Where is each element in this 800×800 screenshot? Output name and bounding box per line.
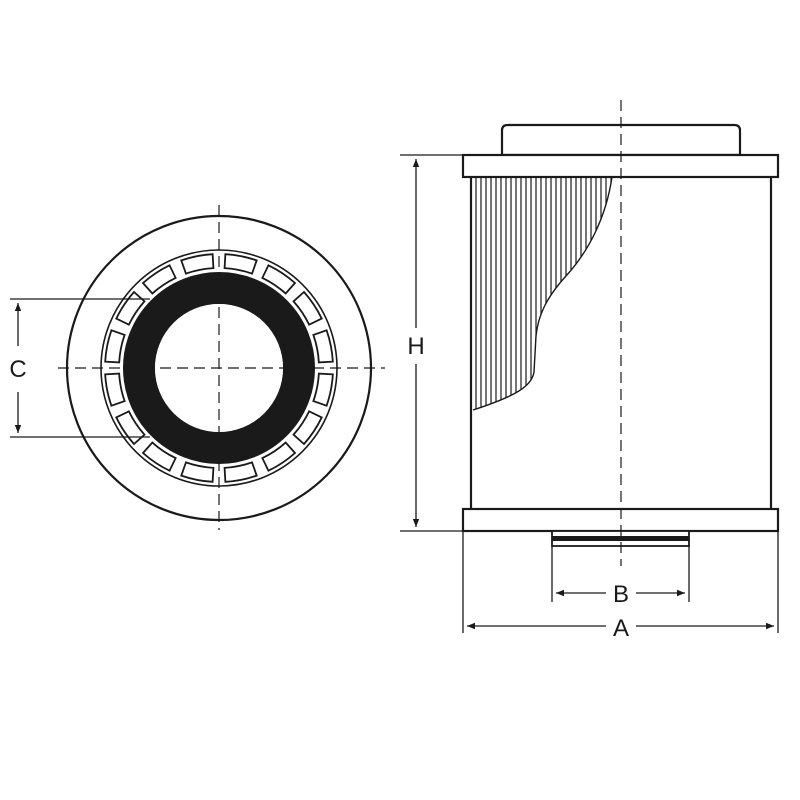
grille-segment: [104, 329, 126, 364]
dimension-label-c: C: [9, 356, 26, 383]
grille-segment: [261, 441, 297, 472]
grille-segment: [141, 264, 177, 295]
grille-segment: [223, 461, 258, 483]
grille-segment: [104, 372, 126, 407]
bottom-seal-band: [552, 536, 689, 541]
top-view: C: [9, 205, 385, 530]
grille-segment: [292, 410, 323, 446]
dimension-label-b: B: [613, 581, 629, 608]
grille-segment: [312, 372, 334, 407]
grille-segment: [292, 290, 323, 326]
grille-segment: [115, 290, 146, 326]
grille-segment: [180, 461, 215, 483]
grille-segment: [141, 441, 177, 472]
grille-segment: [261, 264, 297, 295]
dimension-label-a: A: [613, 615, 629, 642]
grille-segment: [115, 410, 146, 446]
pleated-media-outline: [472, 176, 613, 411]
dimension-label-h: H: [407, 333, 424, 360]
side-view: H B A: [400, 100, 780, 642]
grille-segment: [180, 253, 215, 275]
grille-segment: [312, 329, 334, 364]
grille-segment: [223, 253, 258, 275]
